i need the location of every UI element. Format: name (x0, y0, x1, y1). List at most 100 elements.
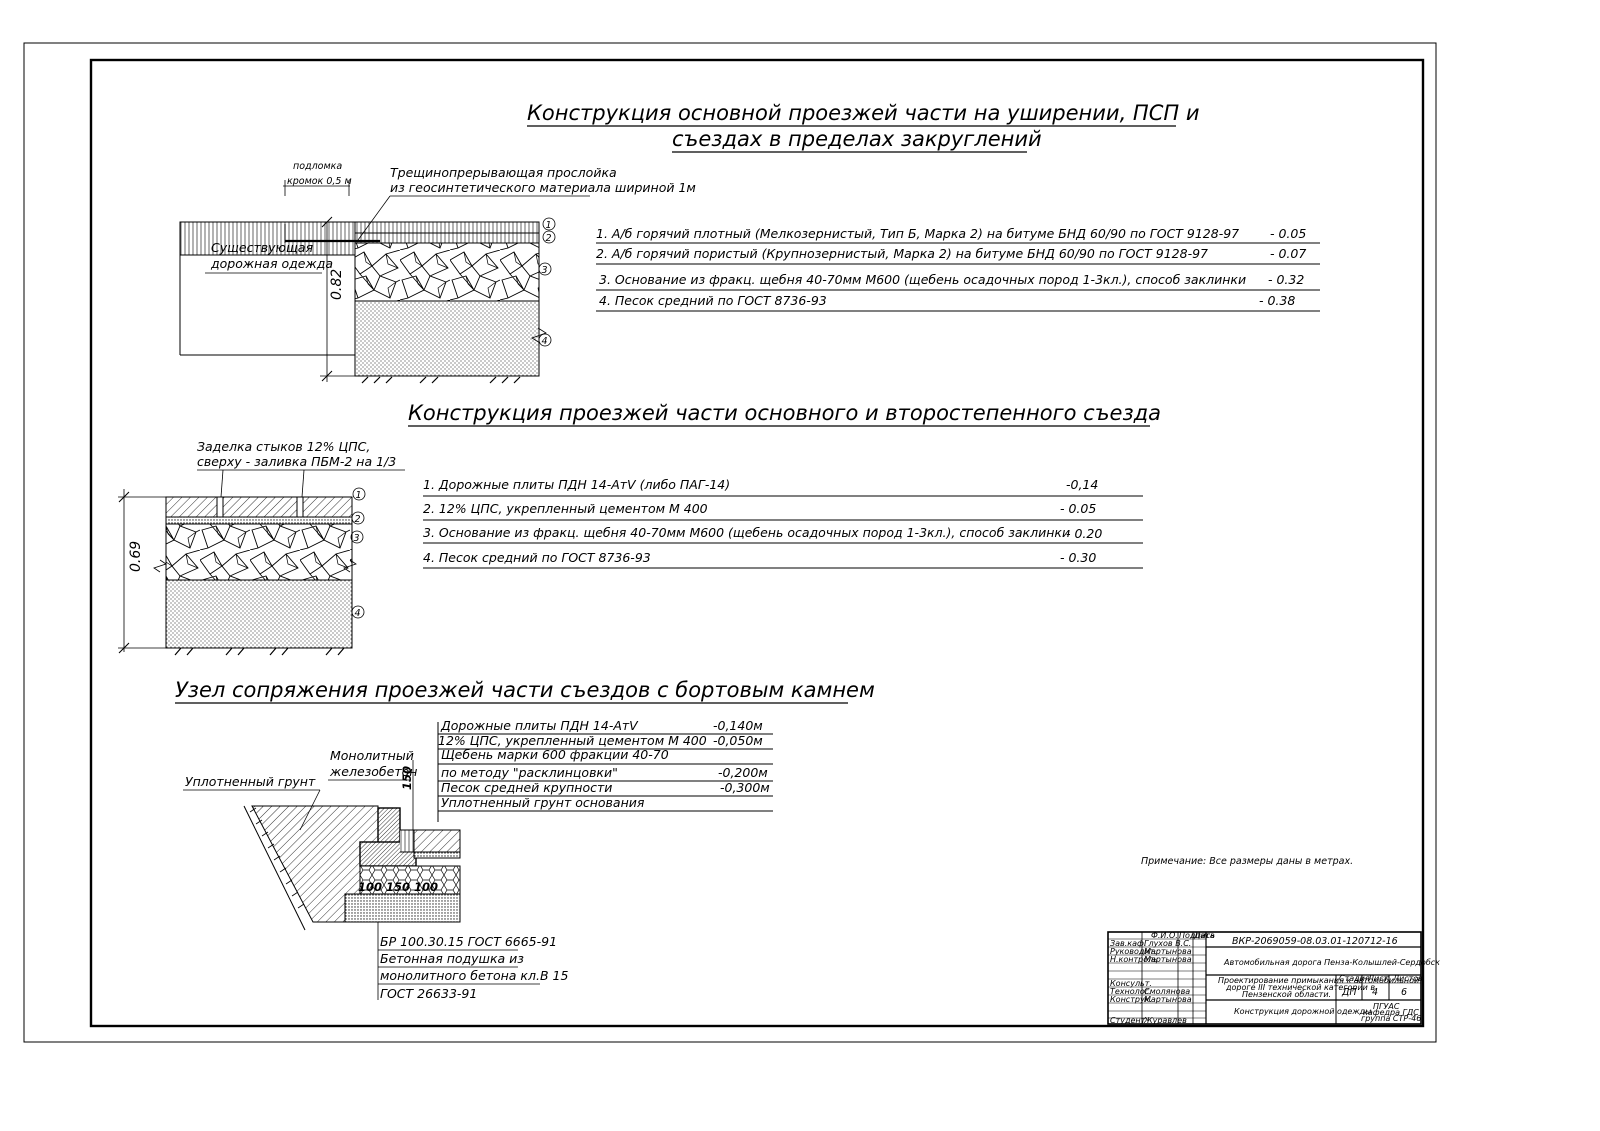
svg-text:4: 4 (355, 608, 361, 619)
svg-text:Руководит.: Руководит. (1110, 947, 1157, 956)
svg-text:6: 6 (1401, 987, 1407, 998)
svg-text:-0,140м: -0,140м (713, 718, 763, 733)
svg-text:Н.контроль: Н.контроль (1110, 955, 1158, 964)
section1-layer-3-value: - 0.32 (1268, 272, 1304, 287)
svg-text:12% ЦПС, укрепленный цементом: 12% ЦПС, укрепленный цементом М 400 (438, 733, 707, 748)
junction-slab (413, 829, 461, 853)
dim-150: 150 (400, 766, 414, 790)
svg-text:Лист: Лист (1367, 974, 1389, 983)
layer1-asphalt-dense (354, 221, 540, 234)
svg-text:Глухов В.С.: Глухов В.С. (1144, 939, 1191, 948)
svg-text:Мартынова: Мартынова (1144, 947, 1192, 956)
junction-sand (344, 893, 461, 923)
svg-text:1: 1 (356, 490, 362, 501)
section1-dim-total: 0.82 (329, 269, 345, 300)
label-soil: Уплотненный грунт (185, 774, 316, 789)
svg-text:-0,200м: -0,200м (718, 765, 768, 780)
svg-text:Бетонная подушка из: Бетонная подушка из (380, 951, 524, 966)
section2-layer-4: 4. Песок средний по ГОСТ 8736-93 (423, 550, 651, 565)
section1-layer-3: 3. Основание из фракц. щебня 40-70мм М60… (599, 272, 1246, 287)
section1-layer-4-value: - 0.38 (1259, 293, 1295, 308)
svg-text:2: 2 (546, 233, 552, 244)
section2-title: Конструкция проезжей части основного и в… (408, 401, 1161, 425)
stamp-code: ВКР-2069059-08.03.01-120712-16 (1232, 936, 1398, 947)
section-exit-slabs: Конструкция проезжей части основного и в… (118, 401, 1161, 656)
section2-layer-4-value: - 0.30 (1060, 550, 1096, 565)
inner-frame (89, 58, 1425, 1028)
section2-layer-2-value: - 0.05 (1060, 501, 1096, 516)
layer3-crushed-stone (165, 523, 353, 581)
svg-text:3: 3 (354, 533, 360, 544)
label-interlayer-1: Трещинопрерывающая прослойка (390, 165, 617, 180)
svg-text:Ф.И.О.: Ф.И.О. (1151, 931, 1178, 940)
svg-text:БР 100.30.15 ГОСТ 6665-9: БР 100.30.15 ГОСТ 6665-91 (380, 934, 557, 949)
section2-layer-2: 2. 12% ЦПС, укрепленный цементом М 400 (423, 501, 708, 516)
svg-text:4: 4 (1372, 987, 1378, 998)
svg-text:Проектирование примыкания к ав: Проектирование примыкания к автомобильно… (1218, 976, 1419, 985)
svg-text:-0,300м: -0,300м (720, 780, 770, 795)
svg-text:ПГУАС: ПГУАС (1373, 1002, 1400, 1011)
svg-text:Мартынова: Мартынова (1144, 995, 1192, 1004)
section1-layer-4: 4. Песок средний по ГОСТ 8736-93 (599, 293, 827, 308)
svg-text:ДП: ДП (1341, 987, 1357, 998)
section1-title-line1: Конструкция основной проезжей части на у… (527, 101, 1200, 125)
label-monolith-2: железобетон (329, 764, 417, 779)
svg-text:Дата: Дата (1193, 931, 1215, 940)
section1-title-line2: съездах в пределах закруглений (672, 127, 1042, 151)
section2-markers: 1 2 3 4 (350, 487, 366, 619)
layer2-asphalt-porous (354, 232, 540, 244)
svg-text:Пензенской области.: Пензенской области. (1242, 990, 1331, 999)
svg-text:Журавлев: Журавлев (1143, 1016, 1187, 1025)
svg-text:3: 3 (542, 265, 548, 276)
section2-layer-1: 1. Дорожные плиты ПДН 14-АтV (либо ПАГ-1… (423, 477, 730, 492)
svg-text:Подпись: Подпись (1179, 931, 1215, 940)
svg-text:1: 1 (546, 220, 552, 231)
section2-dim-total: 0.69 (128, 541, 144, 572)
section1-layer-1: 1. А/б горячий плотный (Мелкозернистый, … (596, 226, 1239, 241)
section1-legend: 1. А/б горячий плотный (Мелкозернистый, … (596, 226, 1320, 312)
section-widening: Конструкция основной проезжей части на у… (179, 101, 1320, 384)
stamp-sheet-title: Конструкция дорожной одежды (1234, 1007, 1371, 1016)
svg-text:Студент: Студент (1110, 1016, 1146, 1025)
svg-text:Конструк.: Конструк. (1110, 995, 1152, 1004)
svg-text:2: 2 (355, 514, 361, 525)
svg-text:4: 4 (542, 336, 548, 347)
label-joint-2: сверху - заливка ПБМ-2 на 1/3 (197, 454, 396, 469)
svg-text:-0,050м: -0,050м (713, 733, 763, 748)
label-existing-2: дорожная одежда (210, 256, 333, 271)
section3-legend: Дорожные плиты ПДН 14-АтV -0,140м 12% ЦП… (437, 718, 773, 822)
section1-layer-2-value: - 0.07 (1270, 246, 1306, 261)
svg-text:Технолог.: Технолог. (1110, 987, 1151, 996)
svg-text:Мартынова: Мартынова (1144, 955, 1192, 964)
label-interlayer-2: из геосинтетического материала шириной 1… (390, 180, 696, 195)
stamp-road: Автомобильная дорога Пенза-Колышлей-Серд… (1223, 958, 1440, 967)
svg-text:Смолянова: Смолянова (1144, 987, 1190, 996)
layer1-slab (165, 496, 353, 518)
outer-frame (23, 42, 1437, 1043)
svg-text:ГОСТ 26633-91: ГОСТ 26633-91 (380, 986, 477, 1001)
section1-layer-2: 2. А/б горячий пористый (Крупнозернистый… (596, 246, 1208, 261)
section2-layer-1-value: -0,14 (1066, 477, 1098, 492)
svg-text:монолитного бетона кл.В 15: монолитного бетона кл.В 15 (380, 968, 568, 983)
svg-text:Щебень марки 600 фракции 40-7: Щебень марки 600 фракции 40-70 (441, 747, 669, 762)
svg-text:Стадия: Стадия (1339, 974, 1370, 983)
section1-markers: 1 2 3 4 (538, 217, 556, 347)
label-monolith-1: Монолитный (330, 748, 414, 763)
svg-text:кафедра ГДС: кафедра ГДС (1363, 1008, 1419, 1017)
note: Примечание: Все размеры даны в метрах. (1141, 856, 1353, 867)
svg-text:по методу "расклинцовки": по методу "расклинцовки" (441, 765, 618, 780)
svg-text:Песок средней крупности: Песок средней крупности (441, 780, 612, 795)
label-break-1: подломка (293, 161, 342, 172)
layer2-cps (165, 516, 353, 525)
junction-crushed-stone (359, 865, 461, 895)
label-break-2: кромок 0,5 м (287, 176, 352, 187)
svg-text:дороге III технической категор: дороге III технической категории в (1225, 983, 1375, 992)
existing-pavement-hatch (179, 221, 356, 256)
svg-text:Дорожные плиты ПДН 14-АтV: Дорожные плиты ПДН 14-АтV (440, 718, 639, 733)
svg-text:Листов: Листов (1392, 974, 1423, 983)
section3-title: Узел сопряжения проезжей части съездов с… (175, 678, 875, 702)
section-curb-junction: Узел сопряжения проезжей части съездов с… (175, 678, 875, 1001)
section2-layer-3: 3. Основание из фракц. щебня 40-70мм М60… (423, 525, 1070, 540)
layer4-sand (165, 579, 353, 649)
